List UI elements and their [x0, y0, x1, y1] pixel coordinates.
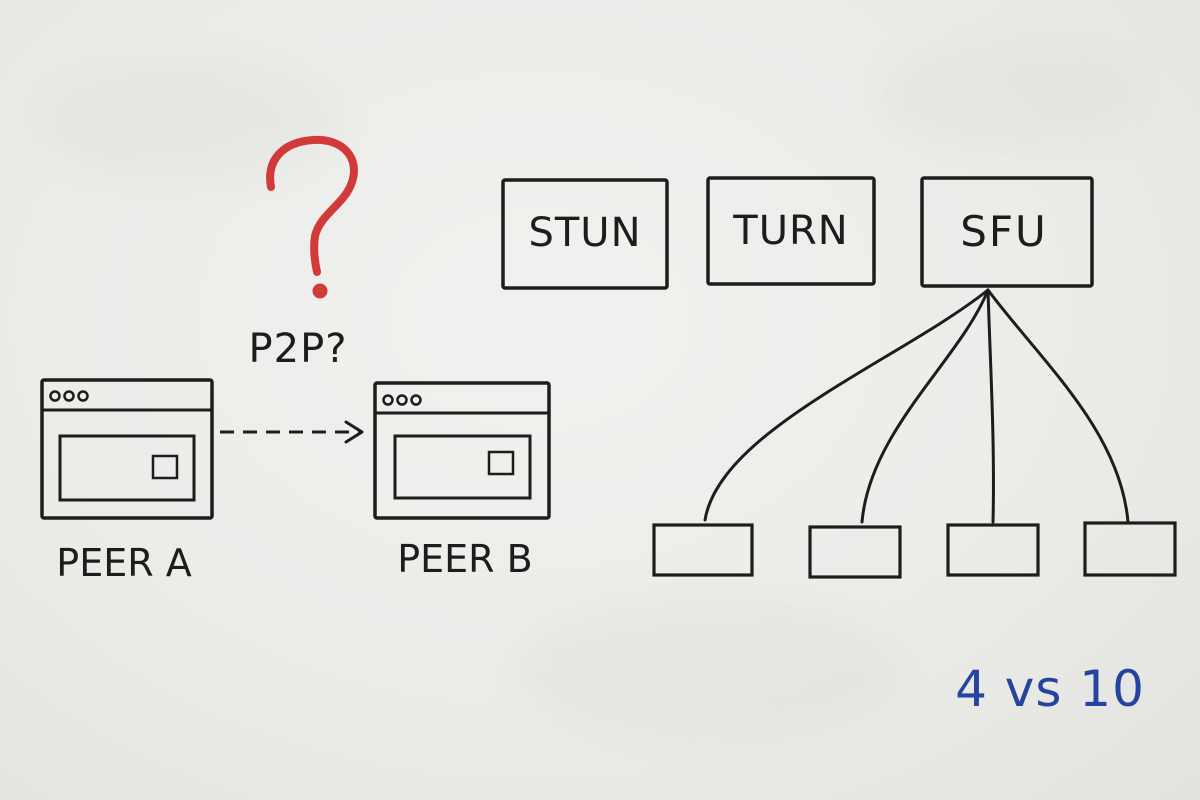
sfu-connector-line [986, 288, 1130, 524]
peer-a-window [40, 378, 214, 520]
turn-label: TURN [732, 208, 848, 254]
sfu-clients [652, 521, 1177, 579]
peer-b-label: PEER B [397, 537, 533, 581]
p2p-dashed-arrow [220, 420, 364, 444]
stun-label: STUN [528, 210, 641, 256]
sfu-server-box: SFU [920, 176, 1094, 288]
board-smudge [520, 600, 900, 740]
stun-server-box: STUN [501, 178, 669, 290]
sfu-label: SFU [960, 207, 1048, 256]
peer-b-window [373, 381, 551, 520]
question-mark [266, 135, 358, 299]
board-smudge [40, 60, 340, 180]
peer-a-label: PEER A [56, 541, 191, 585]
p2p-label: P2P? [249, 326, 348, 372]
comparison-label: 4 vs 10 [955, 660, 1145, 718]
sfu-connector-line [986, 288, 995, 524]
turn-server-box: TURN [706, 176, 876, 286]
sfu-connectors [703, 288, 1130, 524]
board-smudge [880, 40, 1140, 150]
sfu-connector-line [860, 288, 990, 524]
client-box [652, 523, 754, 577]
client-box [946, 523, 1040, 577]
client-box [808, 525, 902, 579]
client-box [1083, 521, 1177, 577]
sfu-connector-line [703, 288, 990, 522]
